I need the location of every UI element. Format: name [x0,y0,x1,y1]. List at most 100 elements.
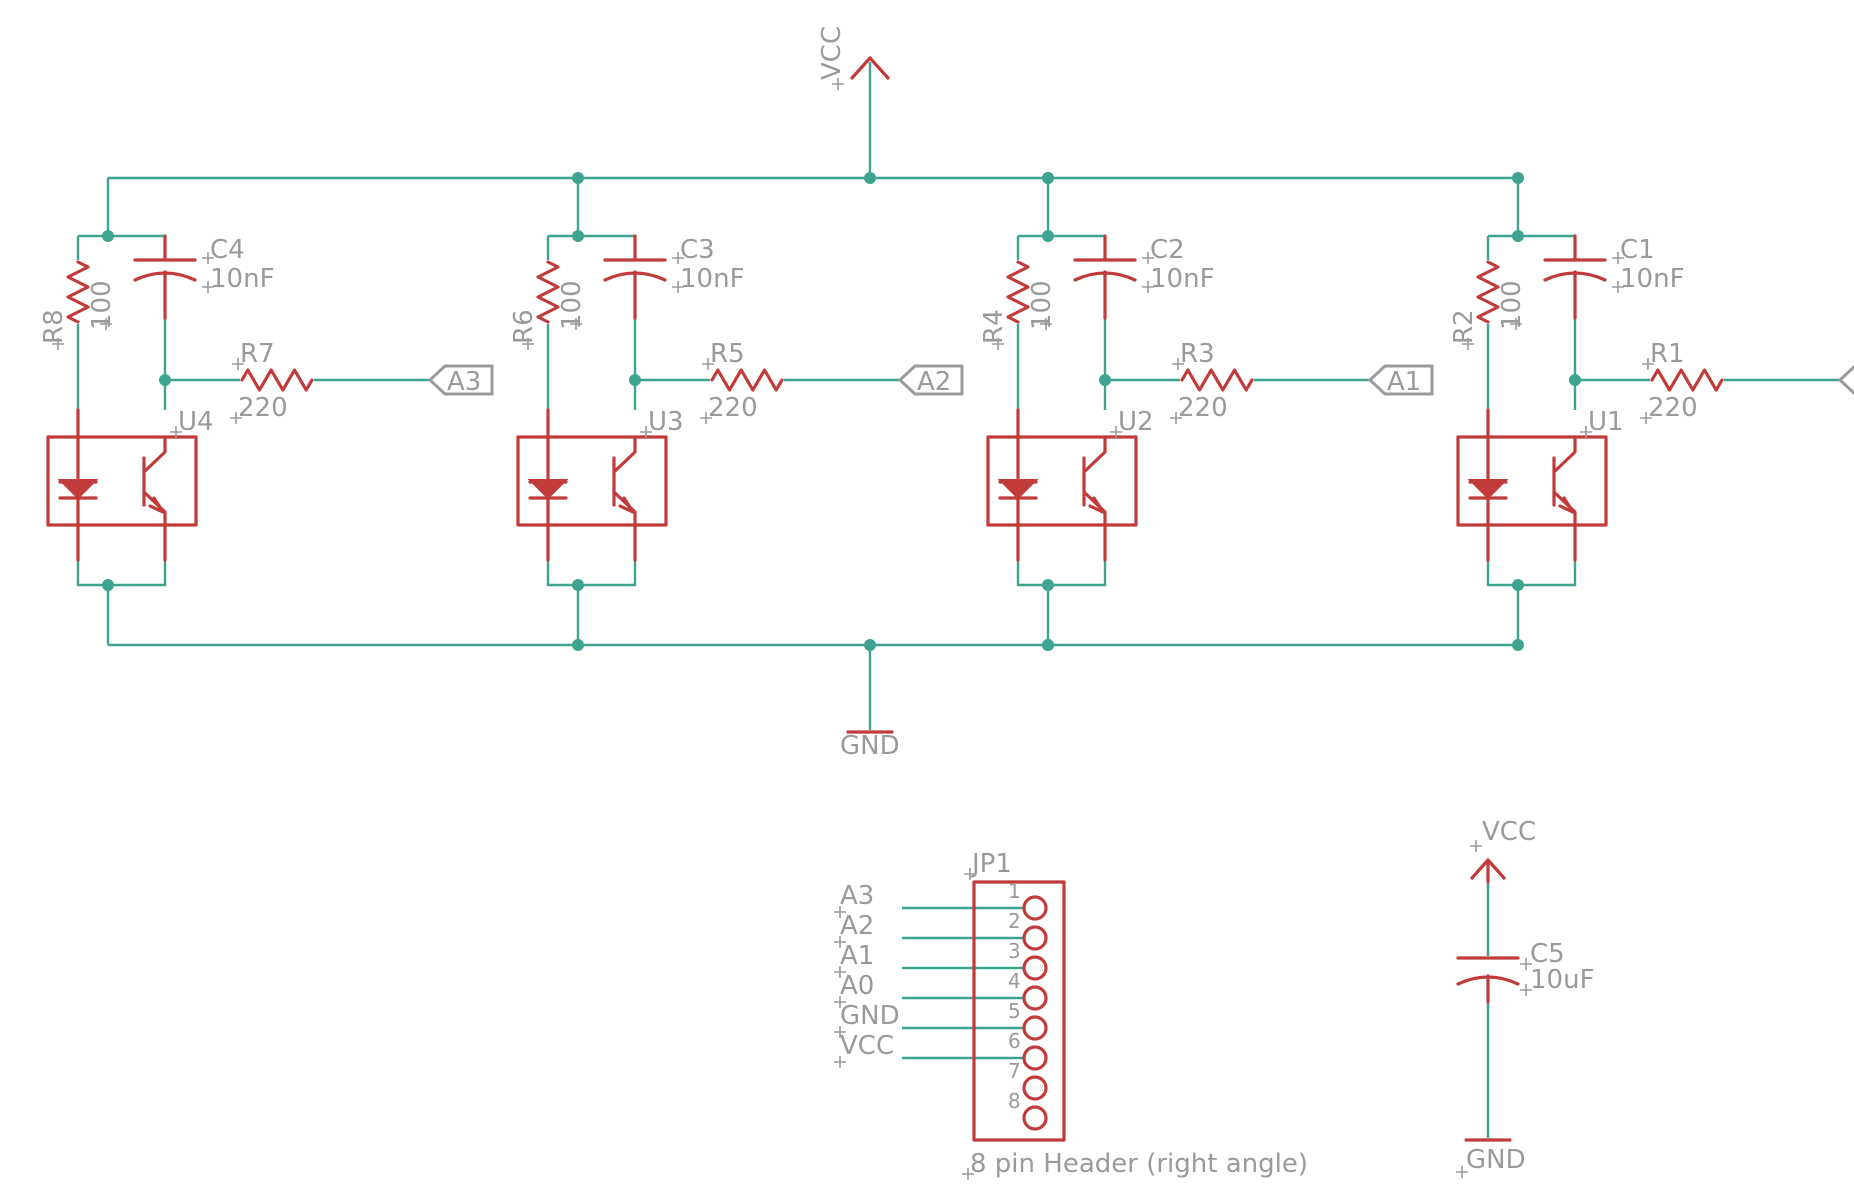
origin-mark [1612,281,1624,293]
res-pull-value: 100 [557,280,587,330]
signal-label: A2 [917,367,951,397]
res-pull-name: R2 [1449,309,1479,344]
junction-dot [1042,639,1054,651]
c5-value: 10uF [1530,965,1595,995]
capacitor-C1 [1543,234,1607,320]
optocoupler-U3 [516,435,668,527]
optocoupler-U4 [46,435,198,527]
resistor-R3 [1180,368,1254,392]
resistor-R5 [710,368,784,392]
junction-dot [102,230,114,242]
resistor-R8 [66,260,90,324]
junction-dot [1042,172,1054,184]
junction-dot [864,639,876,651]
header-body [972,880,1066,1142]
optocoupler-U1 [1456,435,1608,527]
series-res-value: 220 [708,393,758,423]
series-res-name: R5 [710,339,745,369]
opto-bottom [1486,525,1577,587]
cap-name: C2 [1150,235,1185,265]
resistor-R2 [1476,260,1500,324]
series-res-value: 220 [1178,393,1228,423]
signal-flag-A2 [897,364,964,396]
opto-name: U3 [648,407,684,437]
origin-mark [832,78,844,90]
series-res-name: R7 [240,339,275,369]
header-net-label: A3 [840,881,874,911]
resistor-R1 [1650,368,1724,392]
junction-dot [159,374,171,386]
signal-flag-A0 [1837,364,1854,396]
led-icon [1467,479,1509,500]
junction-dot [572,230,584,242]
origin-mark [640,426,652,438]
junction-dot [864,172,876,184]
junction-dot [1512,639,1524,651]
origin-mark [232,358,244,370]
header-pin-number: 8 [1008,1089,1021,1113]
junction-dot [572,639,584,651]
origin-mark [170,426,182,438]
origin-mark [1520,958,1532,970]
header-pin-1 [1022,895,1048,921]
header-pin-number: 4 [1008,969,1021,993]
origin-mark [230,412,242,424]
resistor-R7 [240,368,314,392]
led-icon [527,479,569,500]
phototransistor-icon [612,435,637,562]
opto-bottom [546,525,637,587]
origin-mark [1580,426,1592,438]
opto-name: U4 [178,407,214,437]
junction-dot [1512,230,1524,242]
gnd-label: GND [840,731,900,761]
header-net-label: A2 [840,911,874,941]
vcc-arrow-icon [850,56,890,80]
origin-mark [672,252,684,264]
origin-mark [964,868,976,880]
cap-value: 10nF [1620,264,1685,294]
vcc-label: VCC [817,26,847,80]
origin-mark [202,252,214,264]
origin-mark [1040,318,1052,330]
header-pin-5 [1022,1015,1048,1041]
c5-vcc-label: VCC [1482,817,1536,847]
res-pull-name: R8 [39,309,69,344]
junction-dot [572,172,584,184]
header-pin-3 [1022,955,1048,981]
origin-mark [834,1026,846,1038]
capacitor-C3 [603,234,667,320]
capacitor-C5 [1456,956,1520,1004]
resistor-R6 [536,260,560,324]
res-pull-value: 100 [1027,280,1057,330]
phototransistor-icon [1552,435,1577,562]
origin-mark [52,338,64,350]
header-pin-number: 3 [1008,939,1021,963]
c5-name: C5 [1530,939,1565,969]
capacitor-C2 [1073,234,1137,320]
signal-flag-A1 [1367,364,1434,396]
header-net-label: A1 [840,941,874,971]
capacitor-C4 [133,234,197,320]
opto-name: U1 [1588,407,1624,437]
cap-name: C4 [210,235,245,265]
resistor-R4 [1006,260,1030,324]
series-res-value: 220 [1648,393,1698,423]
led-icon [997,479,1039,500]
c5-gnd-label: GND [1466,1145,1526,1175]
phototransistor-icon [1082,435,1107,562]
phototransistor-icon [142,435,167,562]
series-res-name: R1 [1650,339,1685,369]
origin-mark [1520,984,1532,996]
junction-dot [102,579,114,591]
junction-dot [1512,172,1524,184]
cap-name: C3 [680,235,715,265]
header-net-label: GND [840,1001,900,1031]
header-pin-number: 5 [1008,999,1021,1023]
origin-mark [1172,358,1184,370]
origin-mark [700,412,712,424]
header-pin-8 [1022,1105,1048,1131]
signal-label: A3 [447,367,481,397]
cap-value: 10nF [680,264,745,294]
header-net-label: A0 [840,971,874,1001]
origin-mark [702,358,714,370]
